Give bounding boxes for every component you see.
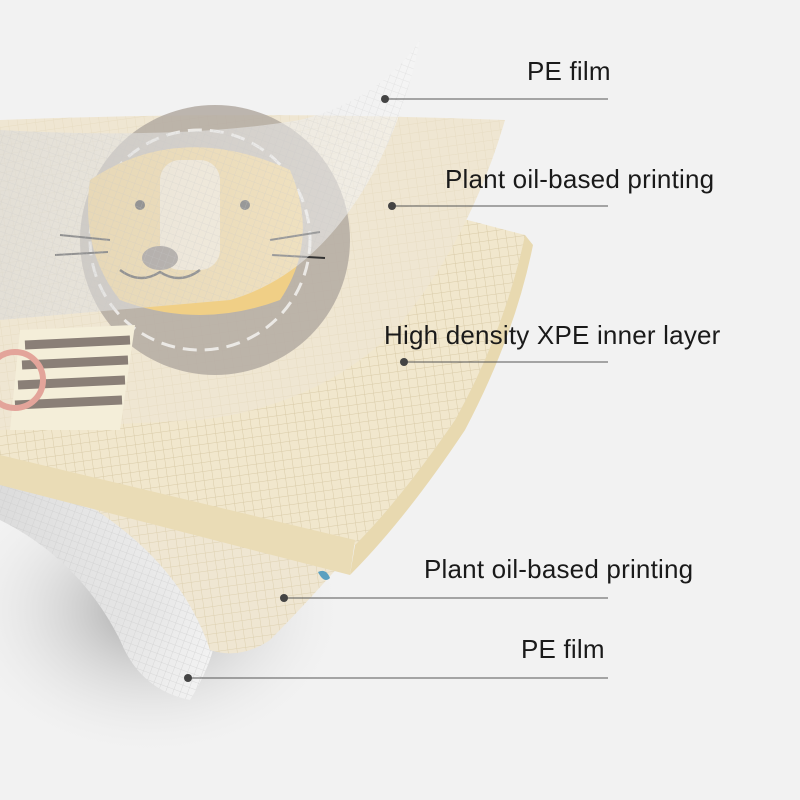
label-bottom-plant-oil-printing: Plant oil-based printing [424,554,694,584]
callout-dot-3 [400,358,408,366]
callout-dot-5 [184,674,192,682]
print-fragment-blue [318,570,330,580]
callout-dot-1 [381,95,389,103]
callout-dot-4 [280,594,288,602]
label-top-pe-film: PE film [527,56,611,86]
callout-dot-2 [388,202,396,210]
leader-lines [188,98,608,679]
label-bottom-pe-film: PE film [521,634,605,664]
label-xpe-inner-layer: High density XPE inner layer [384,320,721,350]
foam-edge-shape [0,455,355,575]
label-top-plant-oil-printing: Plant oil-based printing [445,164,715,194]
